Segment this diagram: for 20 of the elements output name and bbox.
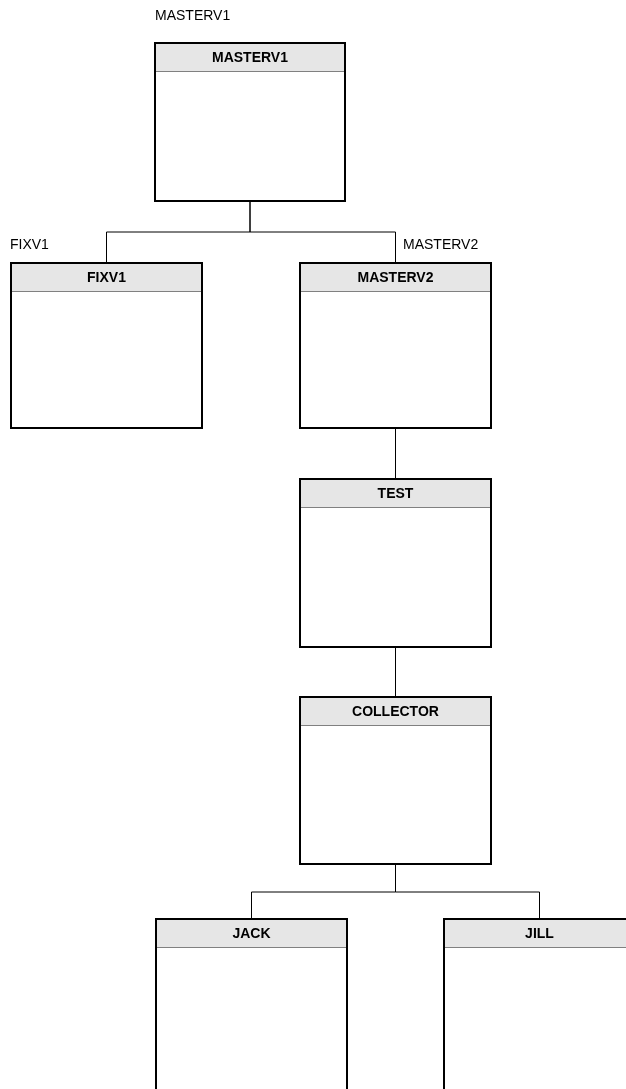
connector-line <box>249 201 396 263</box>
class-box <box>10 262 203 429</box>
class-box <box>299 478 492 648</box>
box-label: MASTERV2 <box>403 236 479 252</box>
box-title: FIXV1 <box>12 264 201 292</box>
box-title: COLLECTOR <box>301 698 490 726</box>
box-title: MASTERV2 <box>301 264 490 292</box>
connector-line <box>395 428 396 479</box>
class-box <box>443 918 626 1089</box>
class-box <box>299 696 492 865</box>
box-title: MASTERV1 <box>156 44 344 72</box>
class-box <box>154 42 346 202</box>
box-label: FIXV1 <box>10 236 49 252</box>
box-label: MASTERV1 <box>155 7 231 23</box>
class-box <box>299 262 492 429</box>
box-title: JILL <box>445 920 626 948</box>
box-title: JACK <box>157 920 346 948</box>
connector-line <box>395 647 396 697</box>
class-box <box>155 918 348 1089</box>
box-title: TEST <box>301 480 490 508</box>
